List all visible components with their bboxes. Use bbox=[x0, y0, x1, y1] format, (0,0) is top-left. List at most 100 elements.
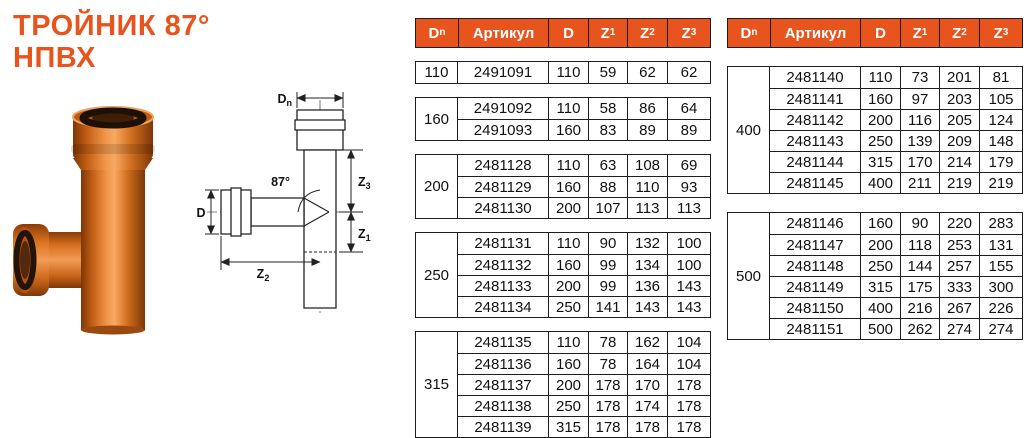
article-cell: 2481139 bbox=[474, 418, 532, 436]
z1-cell: 107 bbox=[588, 198, 627, 218]
article-cell: 2481136 bbox=[474, 355, 532, 373]
article-cell: 2481146 bbox=[786, 215, 844, 232]
z2-cell: 164 bbox=[627, 354, 667, 374]
z2-cell: 108 bbox=[627, 155, 667, 176]
z1-cell: 211 bbox=[900, 173, 939, 193]
dn-value: 500 bbox=[728, 213, 770, 339]
z1-cell: 175 bbox=[900, 277, 939, 297]
article-cell: 2481145 bbox=[786, 174, 844, 192]
dimension-d: D bbox=[196, 189, 219, 235]
product-photo bbox=[13, 106, 155, 335]
d-cell: 160 bbox=[548, 255, 588, 275]
article-cell: 2481142 bbox=[786, 111, 844, 129]
label-d: D bbox=[196, 206, 205, 220]
label-angle: 87° bbox=[271, 175, 290, 189]
dimension-dn: Dn bbox=[277, 92, 344, 108]
z3-cell: 131 bbox=[979, 235, 1022, 255]
d-cell: 160 bbox=[548, 177, 588, 197]
article-cell: 2481131 bbox=[474, 235, 532, 252]
photo-main-pipe bbox=[73, 152, 153, 335]
d-cell: 400 bbox=[860, 298, 900, 318]
article-cell: 2481149 bbox=[786, 278, 844, 296]
z1-cell: 116 bbox=[900, 110, 939, 130]
z1-cell: 141 bbox=[588, 297, 627, 317]
z1-cell: 178 bbox=[588, 417, 627, 437]
page-title-line2: НПВХ bbox=[13, 42, 96, 75]
d-cell: 110 bbox=[548, 155, 588, 176]
article-cell: 2481133 bbox=[474, 277, 532, 295]
z3-cell: 155 bbox=[979, 256, 1022, 276]
z2-cell: 134 bbox=[627, 255, 667, 275]
d-cell: 315 bbox=[860, 152, 900, 172]
z3-cell: 105 bbox=[979, 89, 1022, 109]
z3-cell: 69 bbox=[667, 155, 710, 176]
dimension-drawing: 87° Dn D Z3 Z1 Z2 bbox=[196, 92, 371, 320]
z3-cell: 104 bbox=[667, 332, 710, 353]
z1-cell: 83 bbox=[588, 120, 627, 140]
dn-value: 315 bbox=[416, 332, 458, 437]
z3-cell: 226 bbox=[979, 298, 1022, 318]
fitting-outline bbox=[221, 110, 345, 308]
z1-cell: 216 bbox=[900, 298, 939, 318]
z1-cell: 99 bbox=[588, 276, 627, 296]
article-cell: 2491091 bbox=[473, 64, 533, 81]
z1-cell: 73 bbox=[900, 67, 939, 88]
z1-cell: 99 bbox=[588, 255, 627, 275]
d-cell: 110 bbox=[548, 62, 588, 83]
z1-cell: 118 bbox=[900, 235, 939, 255]
z2-cell: 178 bbox=[627, 417, 667, 437]
dn-value: 160 bbox=[416, 98, 458, 140]
z2-cell: 203 bbox=[939, 89, 979, 109]
z2-cell: 274 bbox=[939, 319, 979, 339]
column-header-артикул: Артикул bbox=[458, 19, 548, 47]
z2-cell: 170 bbox=[627, 375, 667, 395]
dimension-z3: Z3 bbox=[339, 149, 371, 213]
article-cell: 2481148 bbox=[786, 257, 844, 275]
d-cell: 500 bbox=[860, 319, 900, 339]
z2-cell: 136 bbox=[627, 276, 667, 296]
z3-cell: 148 bbox=[979, 131, 1022, 151]
dn-value: 200 bbox=[416, 155, 458, 218]
z2-cell: 162 bbox=[627, 332, 667, 353]
z2-cell: 257 bbox=[939, 256, 979, 276]
z3-cell: 100 bbox=[667, 255, 710, 275]
d-cell: 250 bbox=[548, 297, 588, 317]
d-cell: 200 bbox=[548, 276, 588, 296]
d-cell: 400 bbox=[860, 173, 900, 193]
z2-cell: 110 bbox=[627, 177, 667, 197]
label-z1: Z1 bbox=[358, 227, 371, 243]
z3-cell: 178 bbox=[667, 417, 710, 437]
article-cell: 2481143 bbox=[786, 132, 844, 150]
page-title-line1: ТРОЙНИК 87° bbox=[13, 10, 210, 42]
z3-cell: 219 bbox=[979, 173, 1022, 193]
d-cell: 110 bbox=[548, 332, 588, 353]
z2-cell: 174 bbox=[627, 396, 667, 416]
dimension-z2: Z2 bbox=[220, 236, 321, 283]
z1-cell: 63 bbox=[588, 155, 627, 176]
z1-cell: 78 bbox=[588, 354, 627, 374]
z3-cell: 178 bbox=[667, 375, 710, 395]
label-dn: Dn bbox=[277, 92, 292, 108]
z2-cell: 333 bbox=[939, 277, 979, 297]
d-cell: 250 bbox=[548, 396, 588, 416]
